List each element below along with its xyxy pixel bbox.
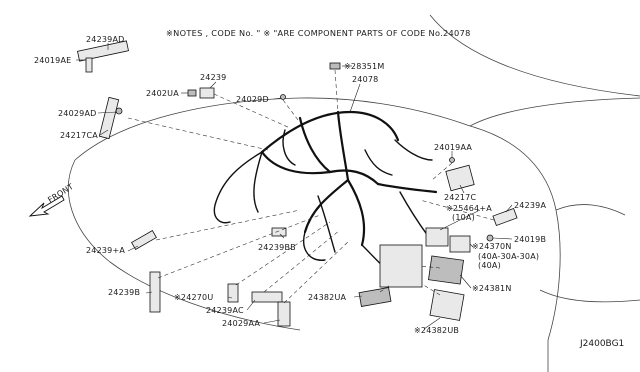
label-24370N-rating-1: (40A-30A-30A) — [478, 252, 539, 261]
reference-code: J2400BG1 — [579, 339, 624, 349]
label-28351M: ※28351M — [344, 62, 384, 71]
cover-28351M — [329, 62, 341, 70]
bracket-24239BB — [271, 227, 287, 237]
clip-24029D — [280, 94, 286, 100]
label-24029AD: 24029AD — [58, 109, 96, 118]
label-24370N: ※24370N — [472, 242, 512, 251]
cover-24382UB — [429, 289, 465, 321]
label-24239: 24239 — [200, 73, 226, 82]
label-24029D: 24029D — [236, 95, 269, 104]
bolt-24019AE — [85, 57, 93, 73]
label-24019B: 24019B — [514, 235, 546, 244]
clip-24029AD — [115, 107, 123, 115]
fusible-link-24370N — [449, 235, 471, 253]
label-24019AA: 24019AA — [434, 143, 472, 152]
bracket-24239B — [149, 271, 161, 313]
clip-24270U — [227, 283, 239, 303]
bolt-24019B — [486, 234, 494, 242]
dashed-assembly-lines — [127, 69, 495, 304]
label-24239AD: 24239AD — [86, 35, 124, 44]
bracket-24217C — [445, 164, 475, 192]
label-24239A2: 24239+A — [86, 246, 125, 255]
label-24382UA: 24382UA — [308, 293, 347, 302]
label-24239B: 24239B — [108, 288, 140, 297]
bolt-24019AA — [449, 157, 455, 163]
bracket-24239 — [199, 87, 215, 99]
cover-24382UA — [358, 287, 392, 307]
label-24217C: 24217C — [444, 193, 476, 202]
label-24019AE: 24019AE — [34, 56, 71, 65]
label-24239AC: 24239AC — [206, 306, 244, 315]
fuse-block — [379, 244, 423, 288]
label-24029AA: 24029AA — [222, 319, 260, 328]
notes-text: ※NOTES , CODE No. " ※ "ARE COMPONENT PAR… — [166, 28, 471, 38]
label-25464A: ※25464+A — [446, 204, 492, 213]
main-harness — [213, 110, 438, 276]
part-labels: 24239AD 24019AE 24029AD 24217CA 2402UA 2… — [34, 35, 546, 335]
label-24270U: ※24270U — [174, 293, 213, 302]
label-24239BB: 24239BB — [258, 243, 296, 252]
label-24078: 24078 — [352, 75, 378, 84]
front-arrow-icon — [28, 195, 65, 217]
cover-24381N — [428, 255, 464, 285]
label-24381N: ※24381N — [472, 284, 512, 293]
bracket-24239A — [492, 208, 518, 226]
clip-2402UA — [187, 89, 197, 97]
components — [77, 40, 518, 327]
label-24239A: 24239A — [514, 201, 546, 210]
label-2402UA: 2402UA — [146, 89, 179, 98]
bracket-24239AD — [77, 40, 129, 62]
bracket-24239A2 — [131, 229, 157, 251]
label-24382UB: ※24382UB — [414, 326, 459, 335]
label-25464A-rating: (10A) — [452, 213, 475, 222]
bracket-24029AA — [277, 301, 291, 327]
fuse-25464A — [425, 227, 449, 247]
leader-lines — [76, 43, 513, 330]
vehicle-body-outline — [68, 14, 640, 372]
bracket-24217CA — [98, 96, 120, 140]
bracket-24239AC — [251, 291, 283, 303]
label-24217CA: 24217CA — [60, 131, 98, 140]
label-24370N-rating-2: (40A) — [478, 261, 501, 270]
